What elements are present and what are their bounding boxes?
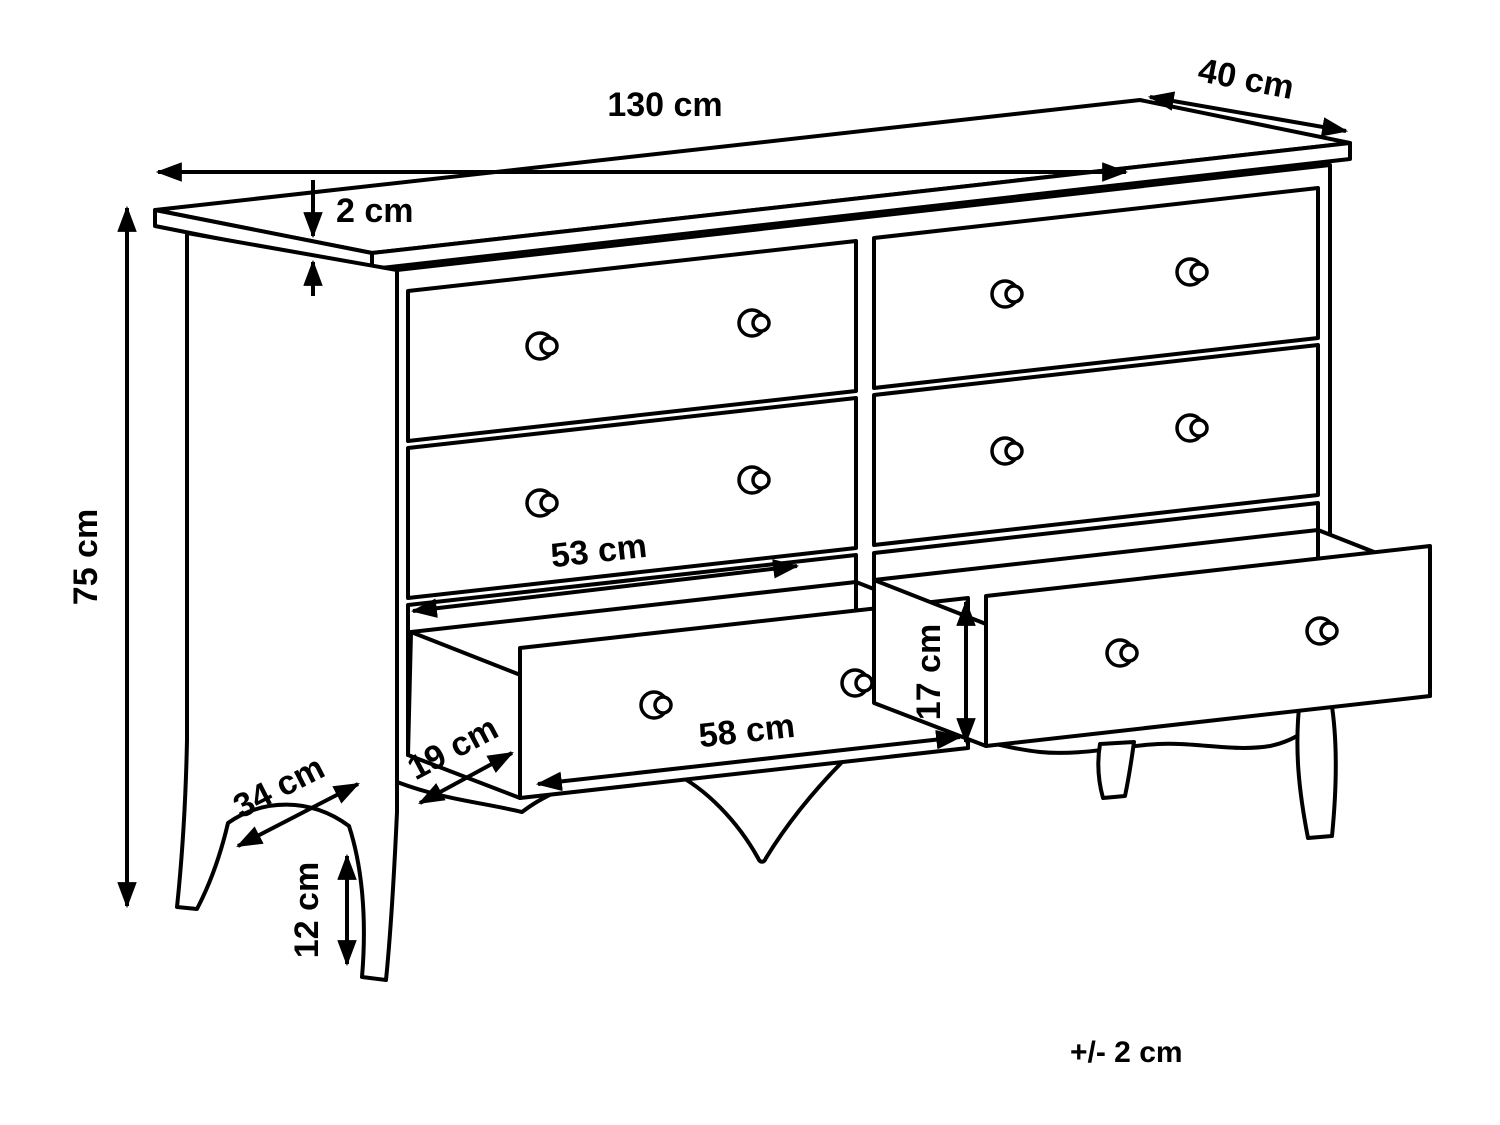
drawer-front-middle-right	[872, 343, 1320, 547]
front-right-leg	[1295, 696, 1338, 840]
back-right-leg	[1096, 740, 1136, 800]
drawer-front-middle-left	[406, 396, 858, 600]
dim-line-base-depth	[236, 782, 360, 848]
drawer-knob-icons	[525, 257, 1339, 720]
drawer-front-top-left	[406, 239, 858, 443]
dim-line-depth	[1147, 91, 1349, 137]
dim-line-drawer-interior-width	[410, 559, 800, 618]
dim-label-height: 75 cm	[67, 509, 105, 605]
dim-label-top-thickness: 2 cm	[336, 192, 414, 230]
open-drawer-right	[872, 528, 1432, 748]
dimension-arrows	[117, 91, 1349, 967]
dim-label-leg-height: 12 cm	[288, 862, 326, 958]
dim-line-drawer-side-inset	[418, 751, 514, 805]
dimension-labels: 130 cm 40 cm 2 cm 75 cm 53 cm 58 cm 17 c…	[67, 51, 1297, 1069]
dim-label-drawer-front-height: 17 cm	[910, 624, 948, 720]
dim-line-drawer-front-width	[535, 729, 963, 792]
dim-label-width: 130 cm	[607, 86, 722, 124]
open-drawer-right-front	[984, 544, 1432, 748]
open-drawer-right-back-edge	[872, 528, 1320, 582]
tolerance-note: +/- 2 cm	[1070, 1036, 1183, 1069]
drawer-front-top-right	[872, 186, 1320, 390]
